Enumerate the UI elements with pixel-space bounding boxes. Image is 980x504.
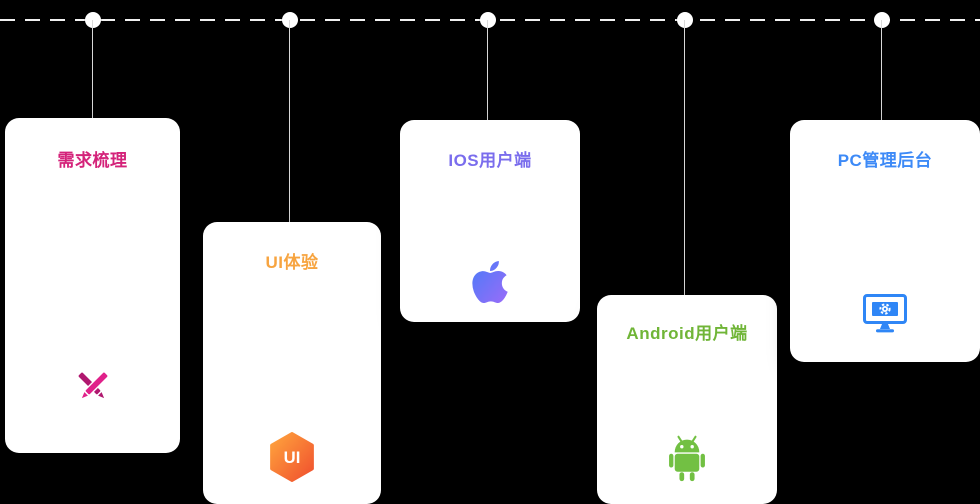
ui-hexagon-label: UI xyxy=(284,448,301,467)
card-title: IOS用户端 xyxy=(448,151,532,170)
ui-hexagon-icon: UI xyxy=(267,432,317,482)
card-ui-experience: UI体验 UI xyxy=(203,222,381,504)
connector-line xyxy=(289,20,290,222)
connector-line xyxy=(92,20,93,118)
connector-line xyxy=(881,20,882,120)
apple-icon xyxy=(472,258,508,306)
timeline-node xyxy=(282,12,298,28)
timeline-node xyxy=(874,12,890,28)
connector-line xyxy=(684,20,685,295)
connector-line xyxy=(487,20,488,120)
timeline-node xyxy=(677,12,693,28)
card-android-client: Android用户端 xyxy=(597,295,777,504)
card-title: PC管理后台 xyxy=(837,151,933,170)
android-robot-icon xyxy=(664,433,710,484)
card-title: 需求梳理 xyxy=(57,151,128,170)
monitor-gear-icon xyxy=(861,292,909,334)
card-ios-client: IOS用户端 xyxy=(400,120,580,322)
timeline-node xyxy=(480,12,496,28)
timeline-node xyxy=(85,12,101,28)
crossed-pens-icon xyxy=(69,363,117,411)
card-pc-admin: PC管理后台 xyxy=(790,120,980,362)
card-title: Android用户端 xyxy=(626,324,748,343)
card-title: UI体验 xyxy=(265,253,319,272)
card-requirements: 需求梳理 xyxy=(5,118,180,453)
